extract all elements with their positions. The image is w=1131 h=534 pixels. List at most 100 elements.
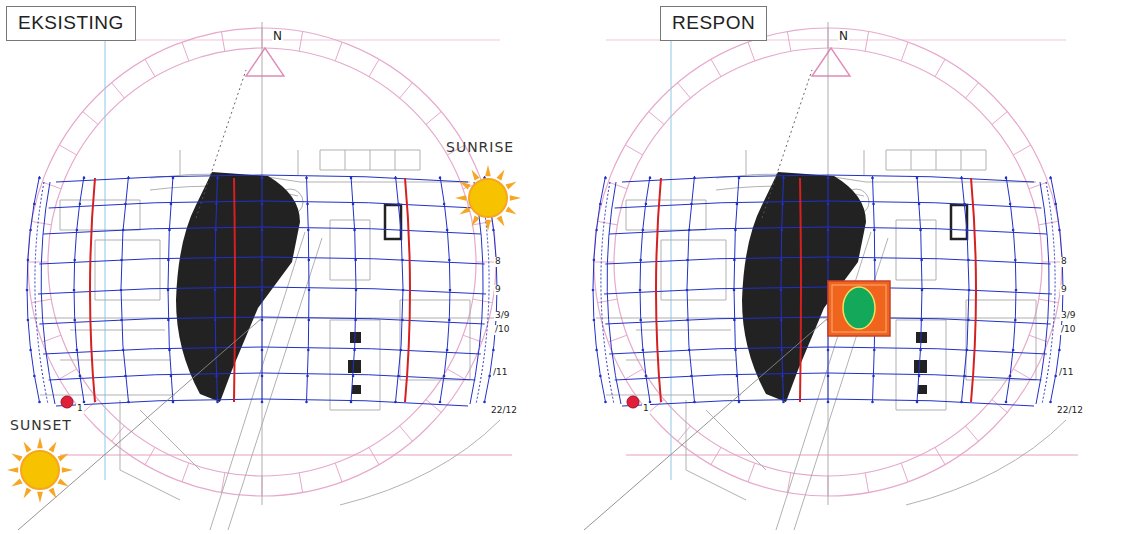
sun-ray [7,467,18,473]
sun-path-grid [592,175,1065,406]
north-label: N [272,30,283,43]
sun-ray [48,487,56,498]
sun-ray [485,165,491,176]
hour-number: 8 [494,257,502,267]
sun-path-panel [7,22,521,530]
compass-tick [59,145,76,155]
date-number: 3/9 [494,311,510,321]
grid-point [33,375,36,378]
sun-ray [485,220,491,231]
grid-point [172,401,175,404]
grid-point [215,203,218,206]
grid-line [626,455,1078,456]
hour-number: 1 [642,404,650,414]
grid-point [916,401,919,404]
compass-tick [598,221,618,224]
date-number: 22/12 [490,406,518,416]
grid-point [599,375,602,378]
grid-point [733,259,736,262]
grid-point [919,349,922,352]
grid-point [1005,177,1008,180]
grid-point [83,401,86,404]
grid-point [446,349,449,352]
grid-point [1012,349,1015,352]
grid-point [968,289,971,292]
sun-ray [48,441,56,452]
grid-point [963,203,966,206]
north-direction-line [762,70,812,218]
sun-ray [62,467,73,473]
hour-line [262,176,263,402]
grid-point [443,375,446,378]
grid-point [307,349,310,352]
compass-tick [299,32,302,52]
grid-point [1014,259,1017,262]
grid-point [604,401,607,404]
grid-point [599,203,602,206]
compass-tick [463,335,482,342]
date-number: /10 [1060,325,1076,335]
grid-point [29,229,32,232]
axis-line [262,22,263,505]
grid-point [733,319,736,322]
grid-point [873,229,876,232]
grid-point [400,229,403,232]
building [348,360,361,373]
sunrise-label: SUNRISE [446,140,514,155]
grid-point [306,203,309,206]
sun-ray [24,441,32,452]
north-direction-line [196,70,246,218]
sun-icon [455,165,521,231]
grid-point [168,229,171,232]
grid-point [76,229,79,232]
compass-tick [476,262,496,263]
sun-ray [510,195,521,201]
analemma-line [971,178,976,402]
grid-point [214,289,217,292]
plan-outline [606,240,741,395]
sun-ray [37,437,43,448]
compass-tick [625,145,642,155]
grid-point [352,203,355,206]
sun-ray [57,478,68,486]
grid-point [401,319,404,322]
grid-point [261,375,264,378]
compass-tick [787,32,790,52]
sun-position-dot [61,396,73,408]
grid-point [963,375,966,378]
building [918,385,927,394]
grid-point [352,375,355,378]
grid-point [261,349,264,352]
grid-point [449,289,452,292]
grid-edge [607,182,1049,404]
grid-point [645,375,648,378]
grid-point [168,349,171,352]
grid-point [639,319,642,322]
grid-point [827,375,830,378]
grid-point [827,203,830,206]
analemma-line [90,178,95,402]
grid-point [734,349,737,352]
grid-point [27,319,30,322]
grid-point [214,229,217,232]
hour-line [27,176,40,402]
grid-point [1054,375,1057,378]
grid-point [780,319,783,322]
compass-tick [935,59,945,76]
grid-point [308,289,311,292]
date-number: /11 [492,368,508,378]
compass-tick [748,463,755,482]
grid-point [960,401,963,404]
grid-point [448,319,451,322]
grid-point [871,177,874,180]
grid-point [1049,401,1052,404]
grid-point [827,349,830,352]
hour-number: 9 [494,285,502,295]
compass-tick [182,463,189,482]
grid-point [400,349,403,352]
grid-point [124,203,127,206]
compass-tick [426,112,441,125]
compass-tick [594,262,614,263]
grid-point [649,177,652,180]
